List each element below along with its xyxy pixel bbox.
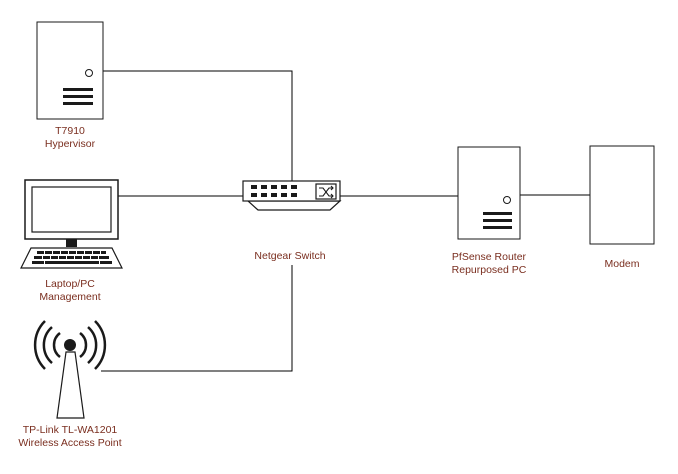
router-server-icon: [457, 146, 521, 240]
access-point-label-line1: TP-Link TL-WA1201: [22, 424, 118, 436]
modem-label: Modem: [572, 258, 672, 271]
access-point-label-line2: Wireless Access Point: [18, 437, 122, 449]
wireless-access-point-icon: [33, 320, 107, 419]
hypervisor-label-line1: T7910: [55, 125, 85, 137]
laptop-label: Laptop/PC Management: [20, 278, 120, 304]
laptop-label-line2: Management: [39, 291, 101, 303]
laptop-icon: [20, 179, 123, 269]
hypervisor-server-icon: [36, 21, 104, 120]
link-hypervisor-switch: [103, 70, 293, 183]
link-access-point-switch: [101, 265, 293, 372]
access-point-label: TP-Link TL-WA1201 Wireless Access Point: [5, 424, 135, 450]
switch-label-line1: Netgear Switch: [254, 250, 326, 262]
modem-box: [589, 145, 655, 245]
hypervisor-label-line2: Hypervisor: [44, 138, 96, 150]
connections: [101, 70, 590, 372]
network-switch-icon: [242, 180, 342, 211]
hypervisor-label: T7910 Hypervisor: [20, 125, 120, 151]
modem-label-line1: Modem: [604, 258, 640, 270]
laptop-label-line1: Laptop/PC: [45, 278, 95, 290]
router-label-line2: Repurposed PC: [451, 264, 527, 276]
router-label: PfSense Router Repurposed PC: [439, 251, 539, 277]
router-label-line1: PfSense Router: [451, 251, 527, 263]
switch-label: Netgear Switch: [240, 250, 340, 263]
